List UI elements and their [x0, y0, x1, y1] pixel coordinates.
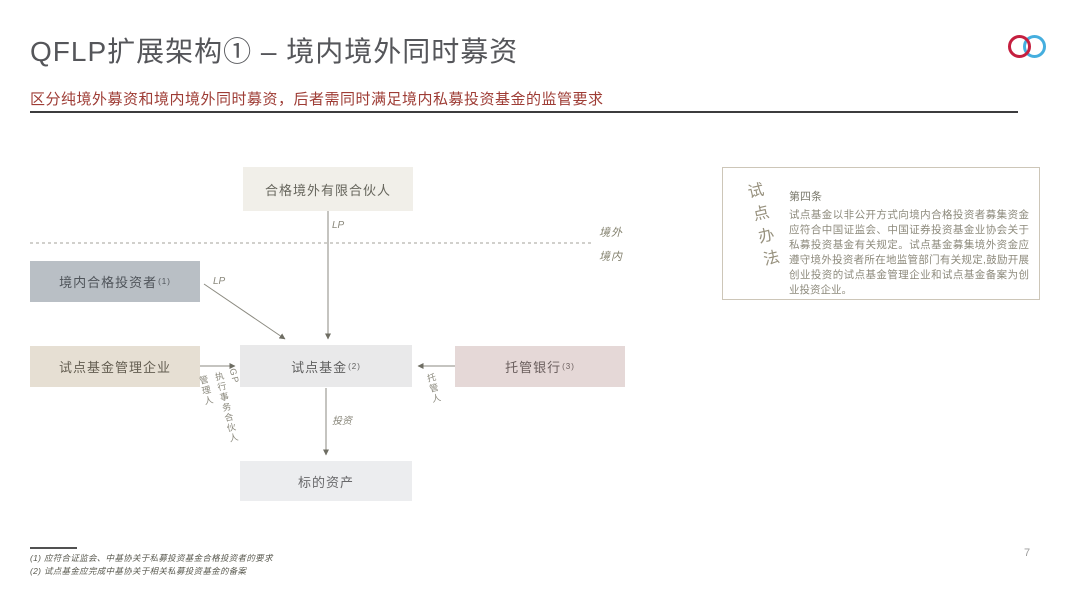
fund-manager-label: 试点基金管理企业: [58, 360, 171, 375]
target-assets-box: 标的资产: [240, 461, 412, 501]
pilot-fund-footnote-ref: (2): [348, 361, 361, 371]
footnote-1: (1) 应符合证监会、中基协关于私募投资基金合格投资者的要求: [30, 553, 273, 563]
invest-label: 投资: [332, 416, 352, 427]
custodian-bank-box: 托管银行(3): [455, 346, 625, 387]
footnote-divider: [30, 547, 77, 549]
regulation-panel-vertical-title: 试点办法: [743, 180, 781, 275]
article-heading: 第四条: [789, 191, 822, 203]
regulation-panel: 试点办法 第四条 试点基金以非公开方式向境内合格投资者募集资金应符合中国证监会、…: [722, 167, 1040, 300]
onshore-side-label: 境内: [599, 251, 623, 263]
article-body: 试点基金以非公开方式向境内合格投资者募集资金应符合中国证监会、中国证券投资基金业…: [789, 209, 1029, 296]
domestic-investor-label: 境内合格投资者: [59, 275, 158, 290]
lp-diagonal-label: LP: [213, 276, 226, 287]
offshore-side-label: 境外: [599, 227, 623, 239]
header-divider: [30, 111, 1018, 113]
custodian-role-label: 托管人: [425, 371, 442, 405]
fund-manager-box: 试点基金管理企业: [30, 346, 200, 387]
offshore-lp-box: 合格境外有限合伙人: [243, 167, 413, 211]
target-assets-label: 标的资产: [297, 474, 354, 490]
custodian-bank-footnote-ref: (3): [562, 362, 575, 371]
logo-red-circle-icon: [1008, 35, 1031, 58]
arrow-domestic-investor-to-fund: [203, 283, 286, 340]
domestic-investor-box: 境内合格投资者(1): [30, 261, 200, 302]
page-number: 7: [1024, 547, 1031, 559]
domestic-investor-footnote-ref: (1): [158, 277, 171, 286]
pilot-fund-box: 试点基金(2): [240, 345, 412, 387]
logo: [1008, 35, 1046, 58]
footnote-2: (2) 试点基金应完成中基协关于相关私募投资基金的备案: [30, 566, 247, 576]
lp-top-label: LP: [332, 220, 345, 231]
pilot-fund-label: 试点基金: [291, 359, 348, 375]
page-title: QFLP扩展架构① – 境内境外同时募资: [30, 36, 519, 67]
custodian-bank-label: 托管银行: [505, 360, 562, 375]
offshore-lp-label: 合格境外有限合伙人: [264, 182, 391, 198]
subtitle: 区分纯境外募资和境内境外同时募资，后者需同时满足境内私募投资基金的监管要求: [30, 91, 604, 108]
